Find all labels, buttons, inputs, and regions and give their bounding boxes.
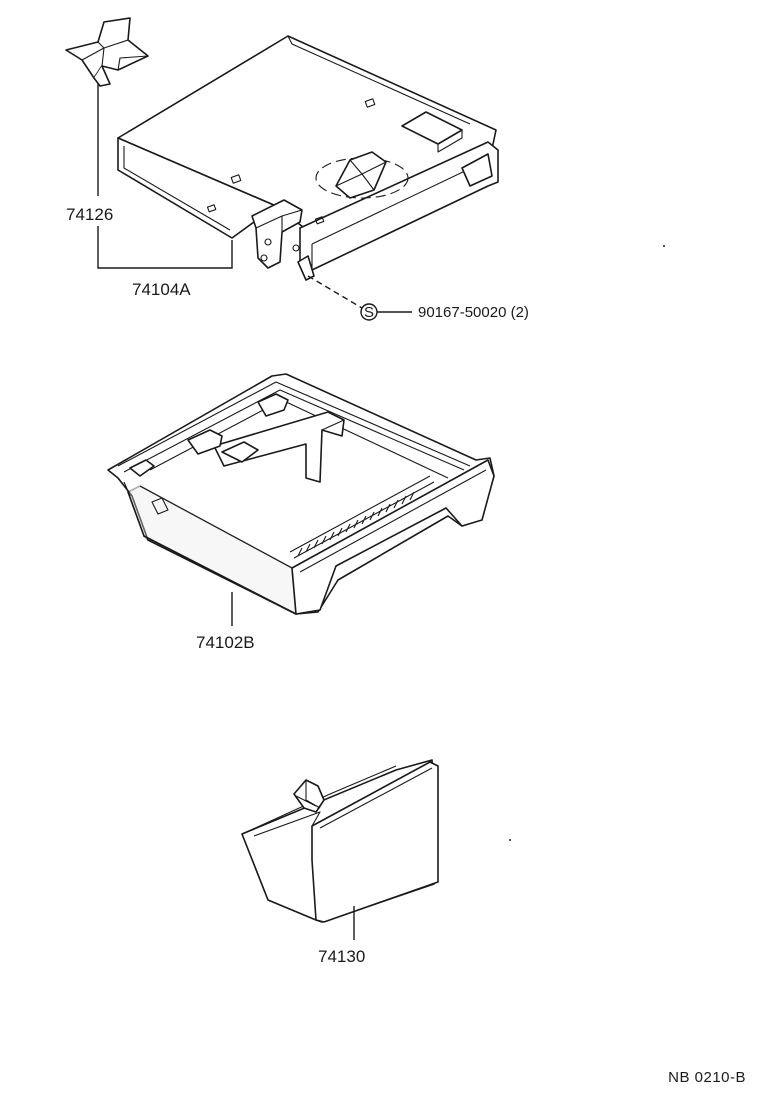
leader-screw-dashed [307,275,363,309]
clip-bracket-74126 [65,17,149,87]
speck [663,245,665,247]
floor-ribbing [297,491,415,557]
console-box-74102b [107,373,495,615]
speck [509,839,511,841]
tray-insert-74130 [241,759,439,923]
part-label-74102b: 74102B [196,633,255,652]
part-label-74104a: 74104A [132,280,191,299]
drawing-code: NB 0210-B [668,1069,746,1086]
leader-74104a [97,226,233,269]
part-label-74130: 74130 [318,947,365,966]
support-tray-74104a [117,35,499,281]
screw-symbol-letter: S [364,304,374,321]
part-label-90167-50020: 90167-50020 (2) [418,304,529,321]
part-label-74126: 74126 [66,205,113,224]
